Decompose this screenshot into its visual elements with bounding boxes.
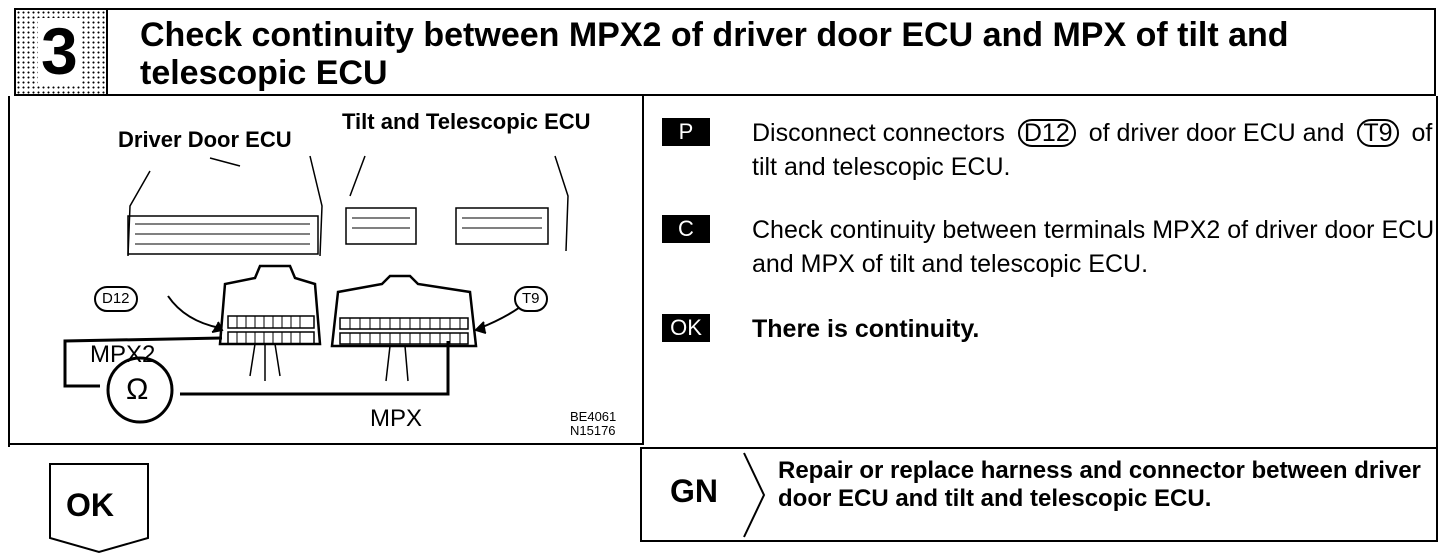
ng-label: GN — [670, 473, 718, 509]
ok-result-label: OK — [66, 487, 114, 523]
step-header: 3 Check continuity between MPX2 of drive… — [14, 8, 1436, 96]
ok-arrow-shape — [49, 463, 149, 554]
main-panel: Driver Door ECU Tilt and Telescopic ECU … — [8, 96, 1438, 447]
tilt-telescopic-ecu-label: Tilt and Telescopic ECU — [342, 109, 591, 134]
tag-c: C — [662, 215, 710, 243]
terminal-mpx2-label: MPX2 — [90, 341, 156, 368]
instr-p-part-1: Disconnect connectors — [752, 119, 1005, 147]
connector-tag-t9: T9 — [514, 286, 548, 312]
ohmmeter-icon — [106, 356, 174, 424]
terminal-mpx-label: MPX — [370, 405, 423, 432]
ng-result-box: GN Repair or replace harness and connect… — [640, 447, 1438, 542]
ng-chevron-icon — [743, 452, 766, 538]
instruction-check-text: Check continuity between terminals MPX2 … — [752, 216, 1435, 278]
instr-p-part-3: of tilt and telescopic ECU. — [752, 119, 1433, 181]
step-number-box: 3 — [16, 10, 108, 94]
instruction-ok-text: There is continuity. — [752, 315, 980, 343]
figure-code-2: N15176 — [570, 423, 616, 438]
tag-p: P — [662, 118, 710, 146]
connector-d12-badge: D12 — [1017, 119, 1076, 147]
instruction-prepare-text: Disconnect connectors D12 of driver door… — [752, 116, 1442, 184]
tag-ok: OK — [662, 314, 710, 342]
ng-result-text: Repair or replace harness and connector … — [778, 457, 1421, 512]
step-number: 3 — [38, 18, 81, 84]
instr-p-part-2: of driver door ECU and — [1088, 119, 1345, 147]
connector-diagram: Driver Door ECU Tilt and Telescopic ECU … — [10, 96, 644, 445]
diagram-drawing — [63, 155, 569, 424]
figure-code-1: BE4061 — [570, 409, 617, 424]
connector-tag-d12: D12 — [94, 286, 138, 312]
driver-door-ecu-label: Driver Door ECU — [118, 127, 292, 152]
connector-t9-badge: T9 — [1357, 119, 1399, 147]
ohm-symbol: Ω — [126, 373, 149, 406]
step-title: Check continuity between MPX2 of driver … — [140, 16, 1289, 92]
